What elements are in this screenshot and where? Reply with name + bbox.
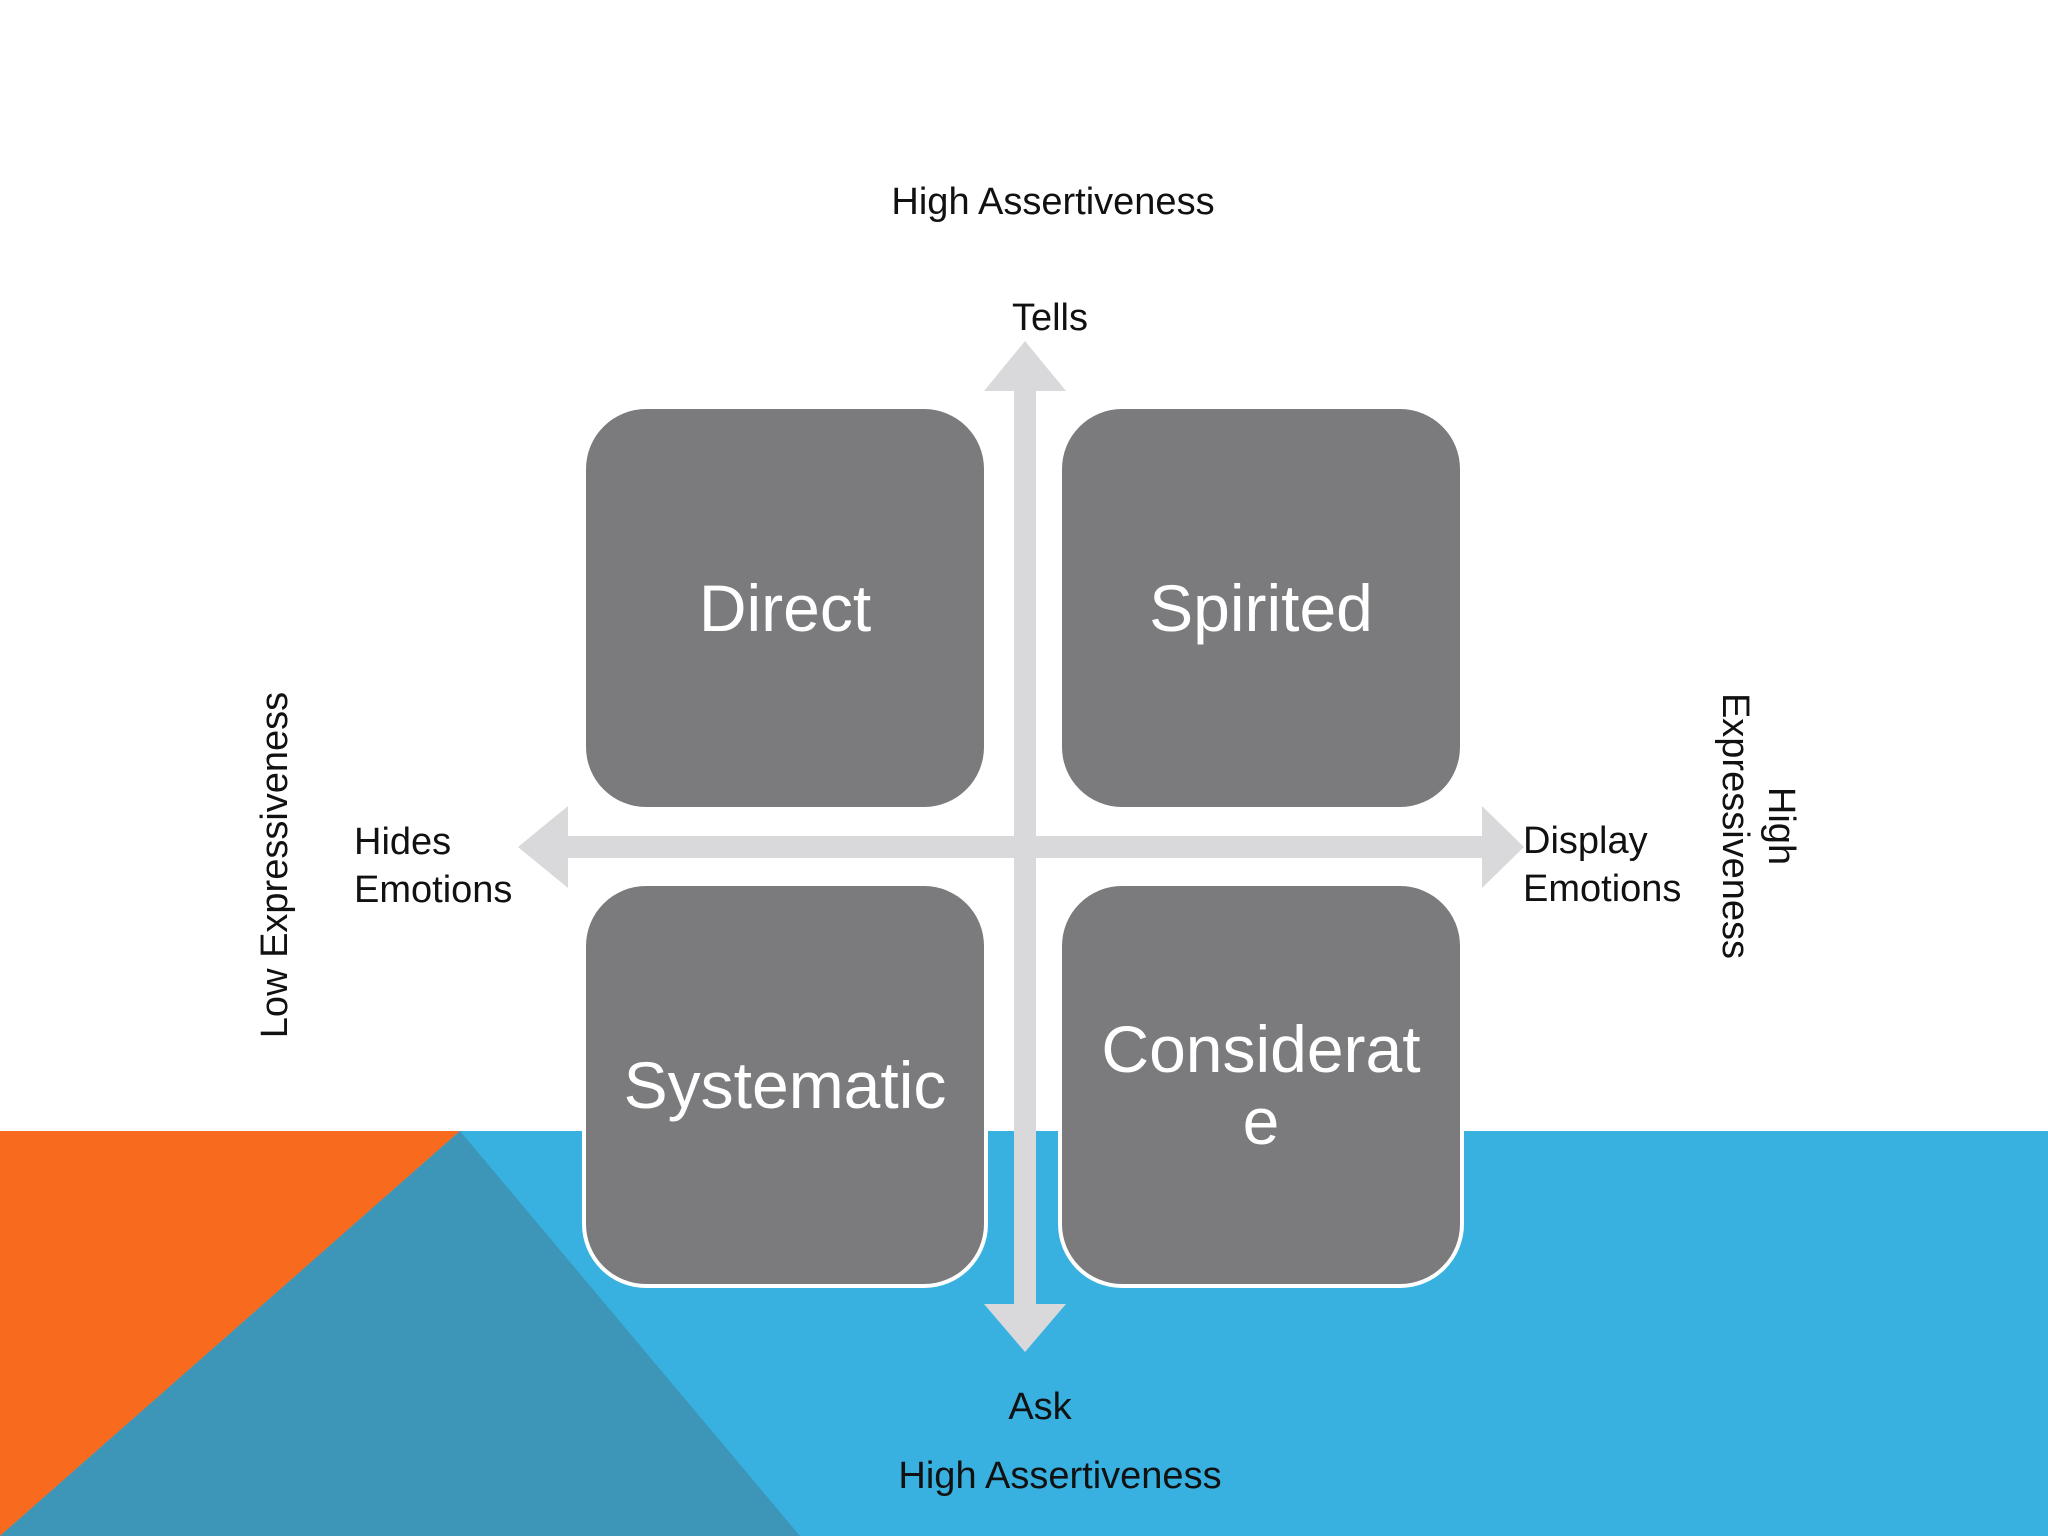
top-heading: High Assertiveness (891, 181, 1215, 223)
bottom-heading: High Assertiveness (898, 1455, 1222, 1497)
low-expressiveness-label: Low Expressiveness (254, 691, 296, 1039)
high-expressiveness-label: High Expressiveness (1712, 676, 1804, 976)
high-expressiveness-line1: High (1760, 786, 1802, 866)
display-line2: Emotions (1523, 868, 1682, 910)
right-arrowhead (1482, 806, 1524, 888)
hides-line1: Hides (354, 821, 452, 863)
quadrant-considerate: Considerat e (1062, 886, 1460, 1284)
display-line1: Display (1523, 820, 1648, 862)
down-arrowhead (984, 1304, 1066, 1352)
quadrant-direct-label: Direct (698, 571, 872, 645)
hides-emotions-label: Hides Emotions (354, 818, 512, 914)
vertical-axis-bar (1014, 385, 1036, 1310)
steel-blue-triangle (0, 1131, 800, 1536)
quadrant-systematic-label: Systematic (623, 1048, 947, 1122)
ask-label: Ask (1008, 1386, 1072, 1428)
quadrant-direct: Direct (586, 409, 984, 807)
quadrant-considerate-line2: e (1242, 1084, 1280, 1158)
display-emotions-label: Display Emotions (1523, 817, 1681, 913)
tells-label: Tells (1011, 297, 1089, 339)
quadrant-considerate-line1: Considerat (1101, 1012, 1421, 1086)
quadrant-systematic: Systematic (586, 886, 984, 1284)
hides-line2: Emotions (354, 869, 513, 911)
left-arrowhead (518, 806, 568, 888)
quadrant-considerate-label: Considerat e (1101, 1013, 1420, 1157)
quadrant-spirited: Spirited (1062, 409, 1460, 807)
up-arrowhead (984, 341, 1066, 391)
high-expressiveness-line2: Expressiveness (1714, 692, 1756, 960)
quadrant-spirited-label: Spirited (1149, 571, 1373, 645)
